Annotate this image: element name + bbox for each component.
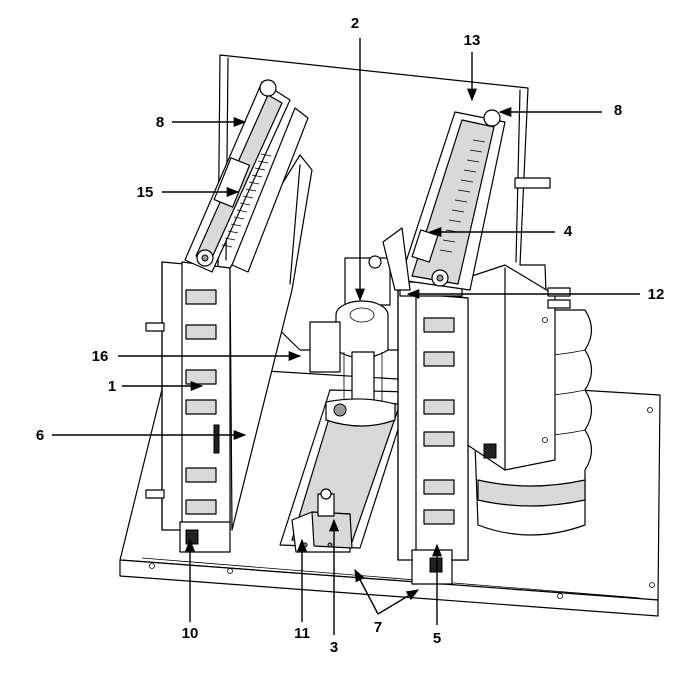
label-2: 2	[351, 15, 359, 32]
label-8-left: 8	[156, 114, 164, 131]
right-column-slots	[423, 317, 455, 525]
label-16: 16	[92, 348, 109, 365]
callout-labels: 2 13 8 8 15 4 12 16 1 6 10 11 3 7 5	[36, 15, 665, 656]
label-5: 5	[433, 630, 441, 647]
label-6: 6	[36, 427, 44, 444]
label-3: 3	[330, 639, 338, 656]
callout-arrows	[52, 38, 640, 635]
left-column-slots	[185, 289, 217, 515]
label-10: 10	[182, 625, 199, 642]
drive-housing	[459, 264, 571, 471]
left-column	[145, 261, 231, 553]
left-cartridge	[184, 79, 309, 273]
right-column	[397, 281, 469, 585]
callout-7b	[377, 589, 420, 615]
label-15: 15	[137, 184, 154, 201]
label-13: 13	[464, 32, 481, 49]
callout-7a	[354, 568, 379, 615]
right-cartridge	[382, 109, 506, 291]
label-8-right: 8	[614, 102, 622, 119]
label-4: 4	[564, 223, 573, 240]
label-plate	[309, 321, 341, 373]
left-spring	[221, 153, 272, 248]
label-12: 12	[648, 286, 665, 303]
label-11: 11	[294, 625, 310, 642]
label-7: 7	[374, 619, 382, 636]
label-1: 1	[108, 378, 116, 395]
pump-head	[325, 255, 396, 427]
